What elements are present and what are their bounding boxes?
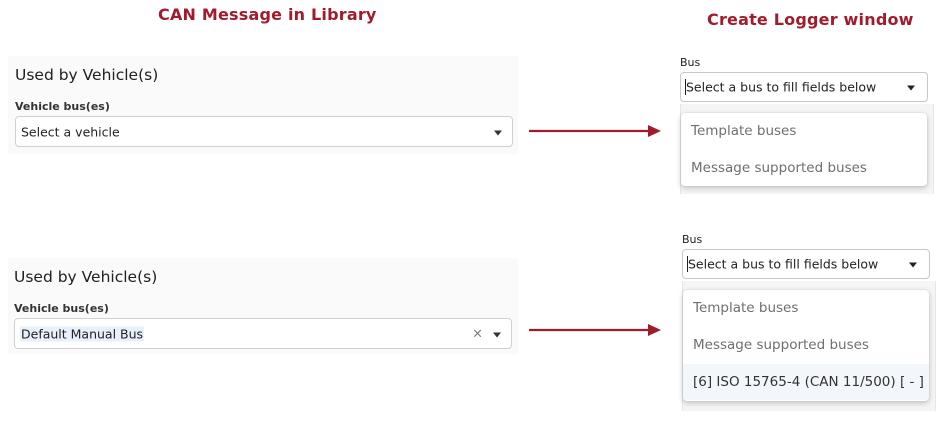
text-cursor bbox=[685, 79, 686, 95]
bus-dropdown-menu: Template buses Message supported buses [… bbox=[683, 290, 929, 401]
bus-dropdown-menu: Template buses Message supported buses bbox=[681, 113, 927, 186]
menu-group-template-buses: Template buses bbox=[691, 123, 797, 139]
menu-group-message-supported-buses: Message supported buses bbox=[691, 160, 867, 176]
right-arrow-icon bbox=[529, 125, 661, 137]
heading-create-logger-window: Create Logger window bbox=[707, 10, 914, 29]
used-by-vehicles-title: Used by Vehicle(s) bbox=[14, 268, 158, 286]
caret-down-icon[interactable] bbox=[493, 332, 501, 337]
caret-down-icon[interactable] bbox=[494, 130, 502, 135]
vehicle-buses-label: Vehicle bus(es) bbox=[15, 100, 110, 113]
bus-select[interactable]: Select a bus to fill fields below bbox=[682, 249, 930, 279]
bus-label: Bus bbox=[682, 233, 703, 246]
vehicle-buses-label: Vehicle bus(es) bbox=[14, 302, 109, 315]
vehicle-select-placeholder: Select a vehicle bbox=[21, 124, 120, 139]
bus-label: Bus bbox=[680, 56, 701, 69]
clear-icon[interactable]: × bbox=[472, 326, 483, 341]
menu-option-iso-15765-4[interactable]: [6] ISO 15765-4 (CAN 11/500) [ - ] bbox=[683, 364, 929, 400]
caret-down-icon[interactable] bbox=[909, 262, 917, 268]
library-panel-bottom: Used by Vehicle(s) Vehicle bus(es) Defau… bbox=[8, 258, 518, 354]
caret-down-icon[interactable] bbox=[907, 85, 915, 91]
menu-group-template-buses: Template buses bbox=[693, 300, 799, 316]
bus-select[interactable]: Select a bus to fill fields below bbox=[680, 72, 928, 102]
vehicle-bus-select[interactable]: Select a vehicle bbox=[15, 116, 513, 147]
library-panel-top: Used by Vehicle(s) Vehicle bus(es) Selec… bbox=[8, 56, 518, 154]
heading-can-message-library: CAN Message in Library bbox=[158, 5, 377, 24]
text-cursor bbox=[687, 256, 688, 272]
bus-select-placeholder: Select a bus to fill fields below bbox=[686, 79, 877, 95]
bus-select-placeholder: Select a bus to fill fields below bbox=[688, 256, 879, 272]
menu-group-message-supported-buses: Message supported buses bbox=[693, 337, 869, 353]
selected-bus-chip[interactable]: Default Manual Bus bbox=[20, 326, 145, 341]
right-arrow-icon bbox=[529, 324, 661, 336]
vehicle-bus-select[interactable]: Default Manual Bus × bbox=[14, 318, 512, 349]
used-by-vehicles-title: Used by Vehicle(s) bbox=[15, 66, 159, 84]
